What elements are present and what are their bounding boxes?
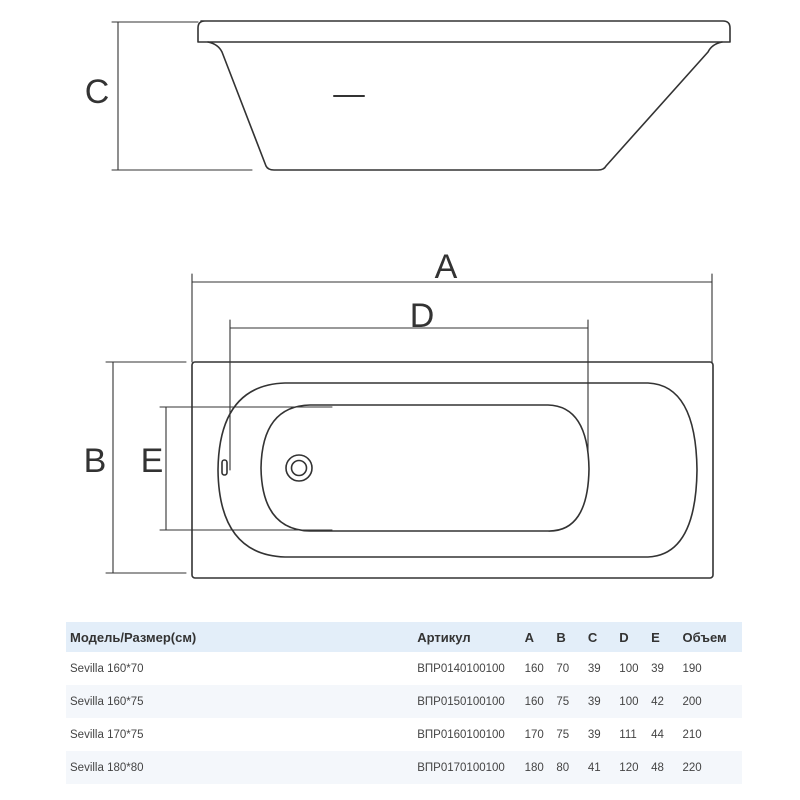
table-row: Sevilla 160*75 ВПР0150100100 160 75 39 1… [66,685,742,718]
cell-c: 41 [583,751,616,784]
header-b: B [552,622,584,652]
dimension-b [105,361,187,574]
drain-outer [285,454,313,482]
cell-d: 111 [619,728,637,741]
cell-volume: 210 [682,728,702,741]
side-view [197,20,731,171]
cell-model: Sevilla 180*80 [66,751,414,784]
spec-table: Модель/Размер(см) Артикул A B C D E Объе… [66,622,742,784]
cell-d: 100 [615,685,648,718]
table-row: Sevilla 160*70 ВПР0140100100 160 70 39 1… [66,652,742,685]
cell-a: 160 [520,685,553,718]
cell-article: ВПР0150100100 [413,685,521,718]
side-view-body [207,41,723,171]
dimension-d [229,319,589,471]
table-row: Sevilla 170*75 ВПР0160100100 170 75 39 1… [66,718,742,751]
cell-b: 80 [552,751,584,784]
cell-d: 120 [615,751,648,784]
cell-volume: 200 [678,685,742,718]
cell-e: 42 [647,685,679,718]
bathtub-technical-drawing: C A D B E [84,20,731,579]
cell-b: 70 [556,662,570,675]
dimension-a [191,273,713,363]
cell-e: 44 [651,728,664,741]
cell-volume: 220 [678,751,742,784]
dimension-label-c: C [85,73,110,111]
dimension-label-e: E [141,442,164,480]
cell-b: 75 [556,728,570,741]
cell-a: 170 [524,728,544,741]
dimension-label-d: D [410,297,435,335]
cell-article: ВПР0160100100 [417,728,505,741]
cell-d: 100 [619,662,639,675]
header-e: E [647,622,679,652]
overflow-slot [221,459,228,476]
cell-c: 39 [587,728,601,741]
cell-a: 160 [524,662,544,675]
cell-volume: 190 [682,662,702,675]
cell-model: Sevilla 160*70 [70,662,144,675]
cell-b: 75 [552,685,584,718]
table-row: Sevilla 180*80 ВПР0170100100 180 80 41 1… [66,751,742,784]
cell-e: 48 [647,751,679,784]
cell-article: ВПР0170100100 [413,751,521,784]
cell-c: 39 [587,662,601,675]
dimension-label-a: A [435,248,458,286]
top-view [191,361,714,579]
dimension-label-b: B [84,442,107,480]
cell-e: 39 [651,662,664,675]
cell-model: Sevilla 170*75 [70,728,144,741]
top-view-basin-inner [260,404,590,532]
header-d: D [615,622,648,652]
side-view-rim [197,20,731,43]
cell-model: Sevilla 160*75 [66,685,414,718]
header-a: A [520,622,553,652]
header-article: Артикул [413,622,521,652]
drain-inner [290,459,308,477]
header-volume: Объем [678,622,742,652]
header-model-size: Модель/Размер(см) [66,622,414,652]
cell-c: 39 [583,685,616,718]
dimension-c [111,21,253,171]
dimension-e [159,406,333,531]
top-view-basin-outer [217,382,698,558]
cell-article: ВПР0140100100 [417,662,505,675]
cell-a: 180 [520,751,553,784]
top-view-outer-rim [191,361,714,579]
table-header-row: Модель/Размер(см) Артикул A B C D E Объе… [66,622,742,652]
header-c: C [583,622,616,652]
